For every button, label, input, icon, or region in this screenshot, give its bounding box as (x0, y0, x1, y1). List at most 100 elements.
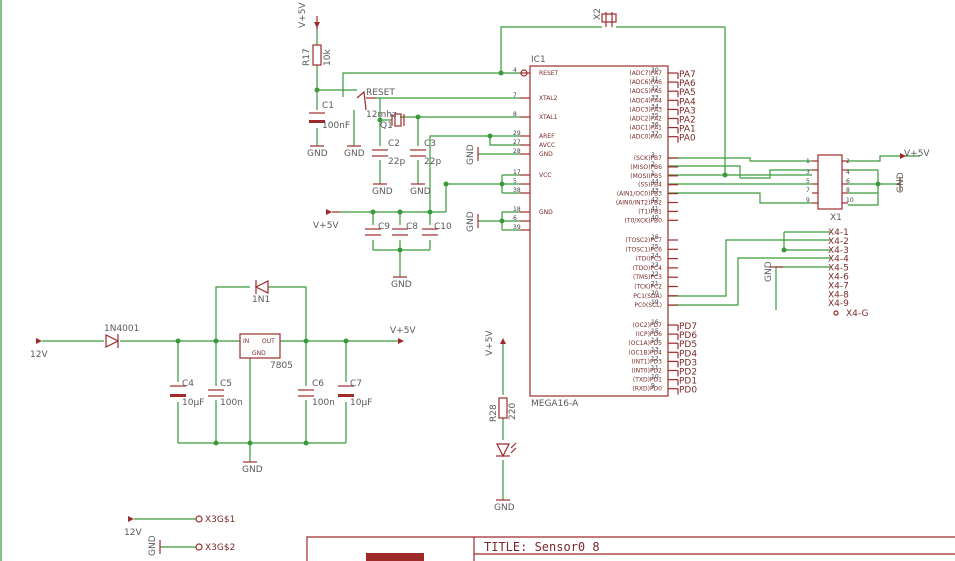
ic1-right-pin-num: 42 (651, 197, 659, 204)
ic1-left-pin-num: 39 (513, 224, 521, 231)
c3-name: C3 (424, 139, 436, 149)
led (496, 442, 517, 458)
ic1-net-label: PD0 (679, 386, 697, 396)
c5-capacitor: C5 100n (208, 379, 243, 408)
ic1-left-pin-num: 4 (513, 67, 517, 74)
ic1-right-pin-label: (AIN1/OC0)PB3 (617, 191, 662, 198)
ic1-right-pin-num: 40 (651, 214, 659, 221)
ic1-left-pin-label: GND (539, 151, 553, 158)
ic1-right-pin-label: (OC1A)PD5 (628, 340, 662, 347)
c1-value: 100nF (322, 121, 350, 131)
supply-symbols: V+5V V+5V V+5V V+5V V+5V 12V 12V GND GND… (30, 2, 930, 556)
ic1-left-pin-num: 7 (513, 92, 517, 99)
ic1-left-pin-label: VCC (539, 172, 551, 179)
ic1-right-pin-num: 9 (651, 383, 655, 390)
ic1-left-pin-num: 6 (513, 215, 517, 222)
ic1-right-pin-label: (OC1B)PD4 (628, 349, 662, 356)
ic1-right-pin-num: 20 (651, 290, 659, 297)
regulator-7805: IN OUT GND 7805 (239, 333, 293, 371)
c2-capacitor: C2 22p (372, 139, 405, 167)
c6-capacitor: C6 100n (298, 379, 335, 408)
ic1-right-pin-label: PC1(SDA) (633, 293, 662, 300)
ic1-left-pin-num: 5 (513, 178, 517, 185)
c10-capacitor: C10 (422, 222, 452, 236)
ic1-right-pin-label: (TOSC2)PC7 (625, 237, 662, 244)
ic1-left-pin-label: GND (539, 209, 553, 216)
gnd-label-c2: GND (372, 187, 393, 197)
c4-name: C4 (182, 379, 194, 389)
ic1-right-pin-num: 23 (651, 262, 659, 269)
gnd-label-reg: GND (242, 465, 263, 475)
gnd-label-x1: GND (896, 172, 906, 193)
gnd-label-c3: GND (410, 187, 431, 197)
ic1-right-pin-num: 2 (651, 161, 655, 168)
gnd-label-led: GND (494, 503, 515, 513)
ic1-left-pins: RESET4XTAL27XTAL18AREF29AVCC27GND28VCC17… (513, 67, 559, 231)
reg-in: IN (243, 338, 249, 345)
title-block: TITLE: Sensor0_8 (306, 536, 955, 561)
x2-name: X2 (593, 8, 603, 20)
ic1-left-pin-label: XTAL2 (539, 95, 558, 102)
ic1-right-pin-num: 30 (651, 67, 659, 74)
c7-name: C7 (350, 379, 362, 389)
ic1-right-pin-label: (SCK)PB7 (634, 155, 662, 162)
ic1-net-label: PA1 (679, 125, 696, 135)
wires (0, 0, 920, 561)
vcc-label-reg: V+5V (390, 326, 416, 336)
c5-name: C5 (220, 379, 232, 389)
x4-pin: X4-5 (828, 264, 849, 274)
ic1-right-pin-label: (SS)PB4 (638, 182, 662, 189)
x3-terminals: X3G$1 X3G$2 (195, 515, 235, 553)
ic1-right-pin-label: (RXD)PD0 (632, 386, 662, 393)
x1-header: 1 3 5 7 9 2 4 6 8 10 X1 (806, 154, 854, 223)
x4-pin: X4-1 (828, 228, 849, 238)
ic1-right-pin-num: 36 (651, 122, 659, 129)
x4-pin-list: X4-1X4-2X4-3X4-4X4-5X4-6X4-7X4-8X4-9 (828, 228, 849, 309)
c7-value: 10µF (350, 398, 372, 408)
ic1-right-pin-num: 22 (651, 271, 659, 278)
diode-1n4001: 1N4001 (104, 324, 139, 348)
x4-pin: X4-9 (828, 299, 849, 309)
ic1-right-pin-label: (OC2)PD7 (633, 322, 663, 329)
x1-pin-5: 5 (806, 178, 810, 185)
r17-name: R17 (302, 48, 312, 66)
x4-pin: X4-3 (828, 246, 849, 256)
c8-name: C8 (406, 222, 418, 232)
r28-value: 220 (508, 403, 518, 420)
ic1-net-label: PA3 (679, 106, 696, 116)
ic1-right-pin-label: (ADC7)PA7 (629, 70, 662, 77)
ic1-right-pin-label: (TDO)PC4 (633, 265, 662, 272)
diode-1n1: 1N1 (252, 280, 270, 305)
d1n1-name: 1N1 (252, 295, 270, 305)
ic1-net-label: PA7 (679, 70, 696, 80)
c9-capacitor: C9 (365, 222, 390, 236)
ic1-net-label: PA0 (679, 134, 696, 144)
ic1-net-label: PA5 (679, 88, 696, 98)
ic1-right-pin-num: 34 (651, 103, 659, 110)
ic1-left-pin-num: 8 (513, 111, 517, 118)
vcc-label-led: V+5V (485, 330, 495, 356)
ic1-left-pin-label: AVCC (539, 142, 555, 149)
ic1-left-pin-num: 18 (513, 206, 521, 213)
ic1-right-pin-num: 1 (651, 170, 655, 177)
x3g2-label: X3G$2 (205, 543, 235, 553)
ic1-right-pin-label: (TCK)PC2 (634, 284, 662, 291)
c2-value: 22p (388, 157, 405, 167)
c2-name: C2 (388, 139, 400, 149)
reset-name: RESET (366, 88, 395, 98)
ic1-right-pin-num: 3 (651, 152, 655, 159)
ic1-right-pin-label: PC0(SCL) (634, 302, 662, 309)
ic1-right-pin-num: 24 (651, 253, 659, 260)
x1-pin-1: 1 (806, 158, 810, 165)
ic1-right-pin-label: (MISO)PB6 (630, 164, 662, 171)
ic1-right-pin-label: (TDI)PC5 (636, 256, 663, 263)
ic1-right-pin-label: (T1)PB1 (638, 208, 662, 215)
ic1-right-pin-num: 14 (651, 337, 659, 344)
ic1-net-label: PD1 (679, 377, 697, 387)
crystal-value: 12mhz (366, 110, 397, 120)
ic1-right-pin-label: (INT0)PD2 (632, 368, 663, 375)
reg-name: 7805 (270, 361, 293, 371)
ic1-left-pin-num: 17 (513, 169, 521, 176)
ic1-right-pin-label: (ADC5)PA5 (629, 88, 662, 95)
